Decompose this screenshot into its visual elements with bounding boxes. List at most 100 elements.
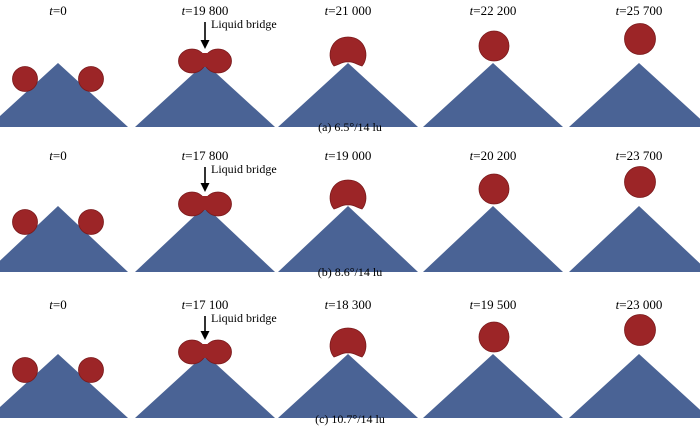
time-variable: t bbox=[325, 3, 329, 18]
frame-panel: t=0 bbox=[0, 3, 128, 127]
liquid-bridge-neck bbox=[199, 344, 211, 358]
triangular-substrate bbox=[0, 354, 128, 418]
time-label: t=19 800 bbox=[182, 3, 229, 18]
triangular-substrate bbox=[0, 206, 128, 272]
merged-droplet bbox=[478, 321, 510, 353]
time-label: t=17 100 bbox=[182, 297, 229, 312]
time-variable: t bbox=[470, 297, 474, 312]
triangular-substrate bbox=[423, 63, 563, 127]
time-value: =23 000 bbox=[619, 297, 662, 312]
time-value: =0 bbox=[53, 148, 67, 163]
liquid-bridge-neck bbox=[199, 53, 211, 67]
arrow-head-icon bbox=[200, 40, 210, 49]
time-variable: t bbox=[49, 148, 53, 163]
time-variable: t bbox=[470, 148, 474, 163]
liquid-bridge-arrow bbox=[200, 22, 210, 49]
liquid-bridge-label: Liquid bridge bbox=[211, 162, 277, 176]
time-value: =19 000 bbox=[328, 148, 371, 163]
droplet-left bbox=[12, 66, 38, 92]
time-variable: t bbox=[616, 148, 620, 163]
frame-panel: t=21 000 bbox=[278, 3, 418, 127]
droplet-left bbox=[12, 209, 38, 235]
time-label: t=21 000 bbox=[325, 3, 372, 18]
triangular-substrate bbox=[423, 354, 563, 418]
time-variable: t bbox=[49, 297, 53, 312]
time-label: t=0 bbox=[49, 3, 66, 18]
row-caption: (b) 8.6°/14 lu bbox=[318, 265, 382, 279]
triangular-substrate bbox=[278, 354, 418, 418]
merged-droplet bbox=[478, 30, 510, 62]
triangular-substrate bbox=[569, 354, 700, 418]
time-variable: t bbox=[182, 297, 186, 312]
liquid-bridge-neck bbox=[199, 196, 211, 210]
frame-panel: t=0 bbox=[0, 148, 128, 272]
frame-panel: t=0 bbox=[0, 297, 128, 418]
time-value: =25 700 bbox=[619, 3, 662, 18]
liquid-bridge-label: Liquid bridge bbox=[211, 311, 277, 325]
frame-panel: t=19 000 bbox=[278, 148, 418, 272]
time-variable: t bbox=[182, 3, 186, 18]
liquid-bridge-label: Liquid bridge bbox=[211, 17, 277, 31]
merged-droplet bbox=[329, 36, 367, 67]
time-label: t=25 700 bbox=[616, 3, 663, 18]
time-value: =19 500 bbox=[473, 297, 516, 312]
frame-panel: t=18 300 bbox=[278, 297, 418, 418]
time-label: t=19 000 bbox=[325, 148, 372, 163]
row-caption: (a) 6.5°/14 lu bbox=[318, 120, 382, 134]
time-variable: t bbox=[182, 148, 186, 163]
row-caption: (c) 10.7°/14 lu bbox=[315, 412, 385, 426]
frame-panel: t=23 000 bbox=[569, 297, 700, 418]
time-variable: t bbox=[325, 148, 329, 163]
time-variable: t bbox=[470, 3, 474, 18]
frame-panel: t=19 500 bbox=[423, 297, 563, 418]
frame-panel: t=22 200 bbox=[423, 3, 563, 127]
liquid-bridge-arrow bbox=[200, 167, 210, 192]
time-value: =19 800 bbox=[185, 3, 228, 18]
time-value: =0 bbox=[53, 3, 67, 18]
merged-droplet bbox=[329, 327, 367, 358]
merged-droplet bbox=[478, 173, 510, 205]
triangular-substrate bbox=[135, 63, 275, 127]
time-variable: t bbox=[616, 3, 620, 18]
triangular-substrate bbox=[423, 206, 563, 272]
time-label: t=23 700 bbox=[616, 148, 663, 163]
time-variable: t bbox=[49, 3, 53, 18]
time-value: =18 300 bbox=[328, 297, 371, 312]
droplet-left bbox=[12, 357, 38, 383]
droplet-right bbox=[78, 357, 104, 383]
droplet-right bbox=[78, 209, 104, 235]
detached-droplet bbox=[624, 23, 656, 55]
time-label: t=0 bbox=[49, 297, 66, 312]
time-variable: t bbox=[325, 297, 329, 312]
frame-panel: t=23 700 bbox=[569, 148, 700, 272]
time-value: =21 000 bbox=[328, 3, 371, 18]
time-value: =23 700 bbox=[619, 148, 662, 163]
droplet-right bbox=[78, 66, 104, 92]
detached-droplet bbox=[624, 314, 656, 346]
time-value: =0 bbox=[53, 297, 67, 312]
triangular-substrate bbox=[135, 354, 275, 418]
frame-panel: t=25 700 bbox=[569, 3, 700, 127]
time-label: t=0 bbox=[49, 148, 66, 163]
time-label: t=22 200 bbox=[470, 3, 517, 18]
liquid-bridge-arrow bbox=[200, 316, 210, 340]
time-label: t=17 800 bbox=[182, 148, 229, 163]
time-label: t=20 200 bbox=[470, 148, 517, 163]
time-label: t=19 500 bbox=[470, 297, 517, 312]
arrow-head-icon bbox=[200, 183, 210, 192]
triangular-substrate bbox=[569, 63, 700, 127]
time-label: t=18 300 bbox=[325, 297, 372, 312]
triangular-substrate bbox=[135, 206, 275, 272]
time-value: =22 200 bbox=[473, 3, 516, 18]
time-label: t=23 000 bbox=[616, 297, 663, 312]
triangular-substrate bbox=[569, 206, 700, 272]
merged-droplet bbox=[329, 179, 367, 210]
time-value: =17 100 bbox=[185, 297, 228, 312]
time-value: =17 800 bbox=[185, 148, 228, 163]
